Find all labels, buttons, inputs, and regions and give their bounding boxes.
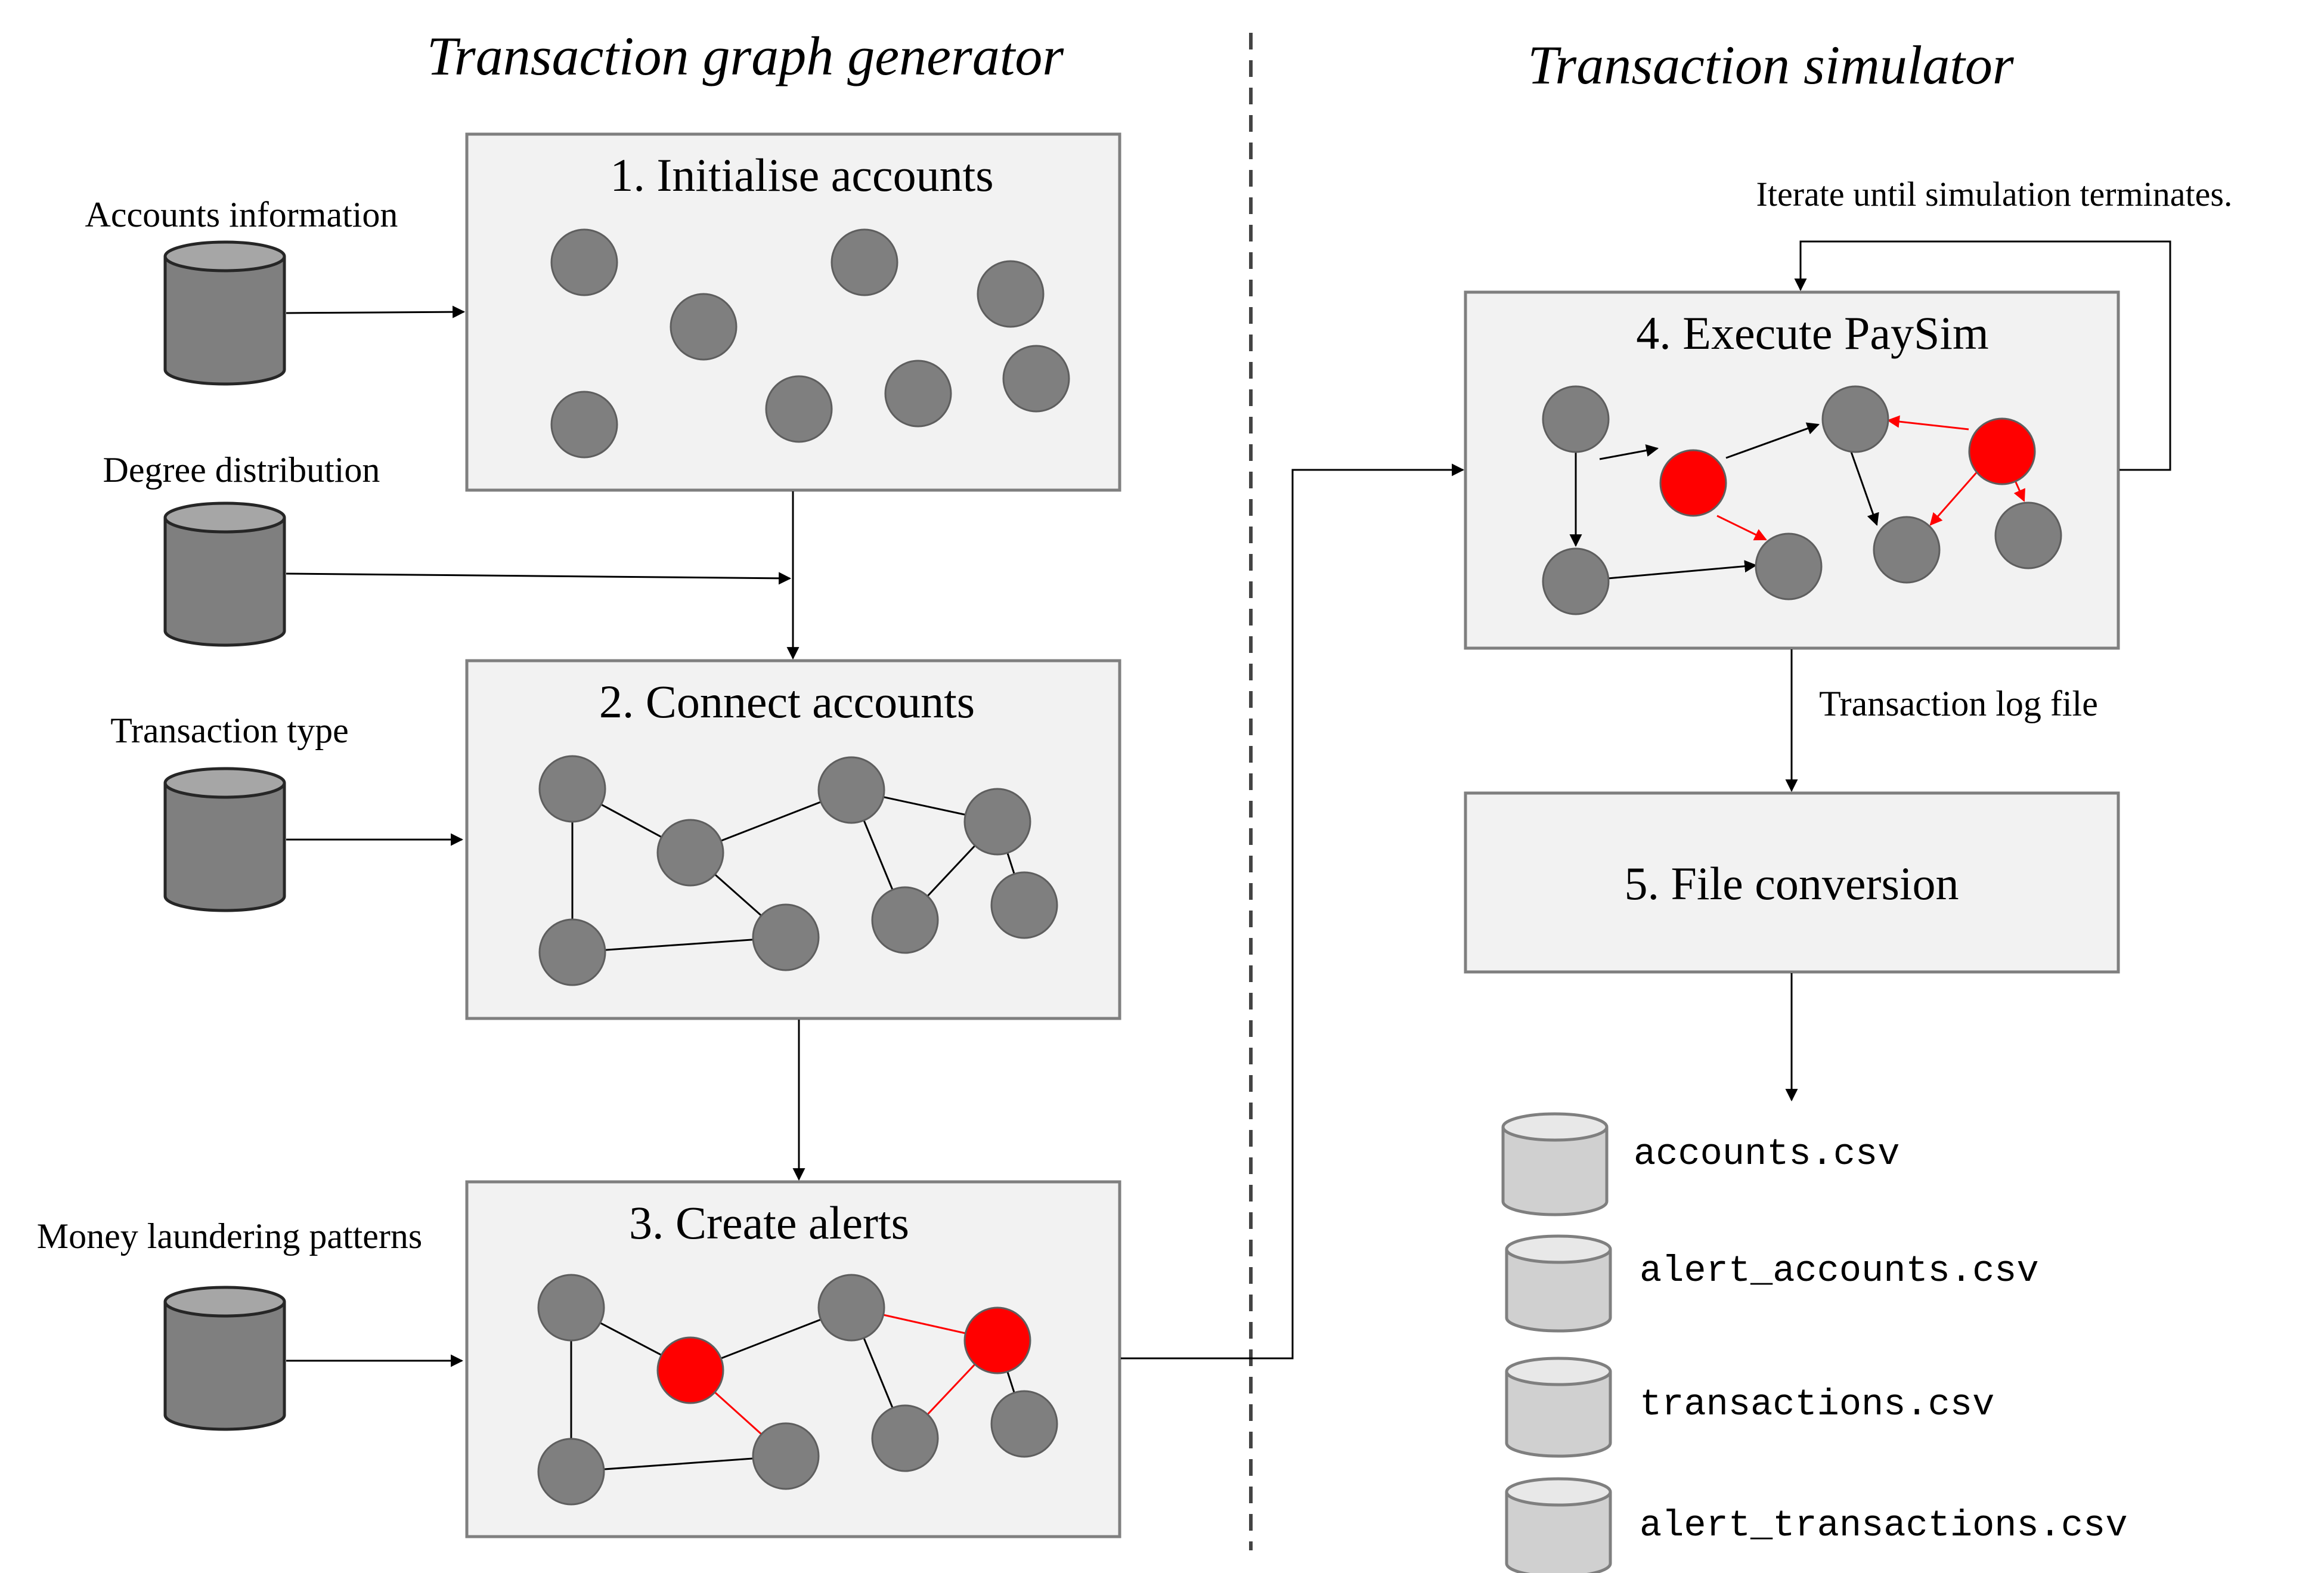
step-1-title: 1. Initialise accounts — [610, 149, 993, 201]
input-label-transaction-type: Transaction type — [110, 711, 348, 750]
account-node — [871, 1404, 939, 1472]
arrow-accounts-info-to-step-1 — [286, 305, 466, 318]
output-database-icon-alert-transactions — [1505, 1477, 1612, 1573]
alert-account-node — [1659, 449, 1727, 517]
alert-account-node — [656, 1336, 724, 1404]
iterate-label: Iterate until simulation terminates. — [1756, 175, 2233, 213]
account-node — [884, 360, 952, 428]
input-label-degree-distribution: Degree distribution — [103, 450, 380, 490]
account-node — [817, 1274, 885, 1342]
degree-distribution-database-icon — [163, 501, 286, 647]
arrow-iterate-loop — [1794, 240, 2171, 471]
account-node — [817, 756, 885, 824]
arrow-degree-to-flow — [286, 572, 792, 585]
account-node — [977, 260, 1045, 328]
account-node — [538, 755, 606, 823]
output-file-accounts: accounts.csv — [1634, 1133, 1900, 1175]
account-node — [1542, 385, 1610, 453]
alert-account-node — [1968, 417, 2036, 485]
step-4-edges — [1569, 415, 2025, 580]
account-node — [1755, 532, 1823, 600]
account-node — [752, 1422, 820, 1490]
transaction-type-database-icon — [163, 767, 286, 912]
account-node — [537, 1438, 605, 1506]
output-file-transactions: transactions.csv — [1640, 1383, 1994, 1426]
step-4-account-nodes — [1542, 385, 2062, 615]
step-3-account-nodes — [537, 1274, 1058, 1506]
account-node — [752, 903, 820, 971]
input-label-money-laundering-patterns: Money laundering patterns — [37, 1216, 423, 1256]
account-node — [538, 918, 606, 986]
account-node — [990, 871, 1058, 939]
output-database-icon-alert-accounts — [1505, 1234, 1612, 1333]
account-node — [963, 788, 1031, 856]
left-section-title: Transaction graph generator — [427, 26, 1064, 86]
step-2-title: 2. Connect accounts — [599, 676, 975, 727]
step-5-box — [1464, 791, 2120, 974]
output-database-icon-accounts — [1501, 1112, 1609, 1216]
output-database-icon-transactions — [1505, 1357, 1612, 1458]
step-3-title: 3. Create alerts — [629, 1197, 909, 1249]
step-2-account-nodes — [538, 755, 1058, 986]
money-laundering-patterns-database-icon — [163, 1286, 286, 1431]
account-node — [831, 228, 898, 296]
step-4-title: 4. Execute PaySim — [1636, 307, 1988, 359]
account-node — [550, 228, 618, 296]
account-node — [1821, 385, 1889, 453]
account-node — [550, 391, 618, 459]
account-node — [656, 819, 724, 887]
right-section-title: Transaction simulator — [1527, 35, 2015, 95]
step-5-title: 5. File conversion — [1624, 857, 1959, 909]
transaction-log-file-label: Transaction log file — [1819, 684, 2098, 723]
account-node — [871, 886, 939, 954]
account-node — [1542, 547, 1610, 615]
account-node — [1873, 516, 1941, 584]
account-node — [990, 1390, 1058, 1458]
account-node — [1002, 345, 1070, 413]
input-label-accounts-information: Accounts information — [85, 195, 398, 234]
accounts-information-database-icon — [163, 240, 286, 386]
output-file-alert-accounts: alert_accounts.csv — [1640, 1250, 2039, 1292]
arrow-step-3-to-step-4 — [1121, 463, 1465, 1360]
account-node — [1994, 501, 2062, 569]
account-node — [670, 293, 738, 361]
step-1-account-nodes — [550, 228, 1070, 459]
account-node — [537, 1274, 605, 1342]
alert-account-node — [963, 1306, 1031, 1374]
output-file-alert-transactions: alert_transactions.csv — [1640, 1504, 2128, 1547]
account-node — [765, 375, 833, 443]
